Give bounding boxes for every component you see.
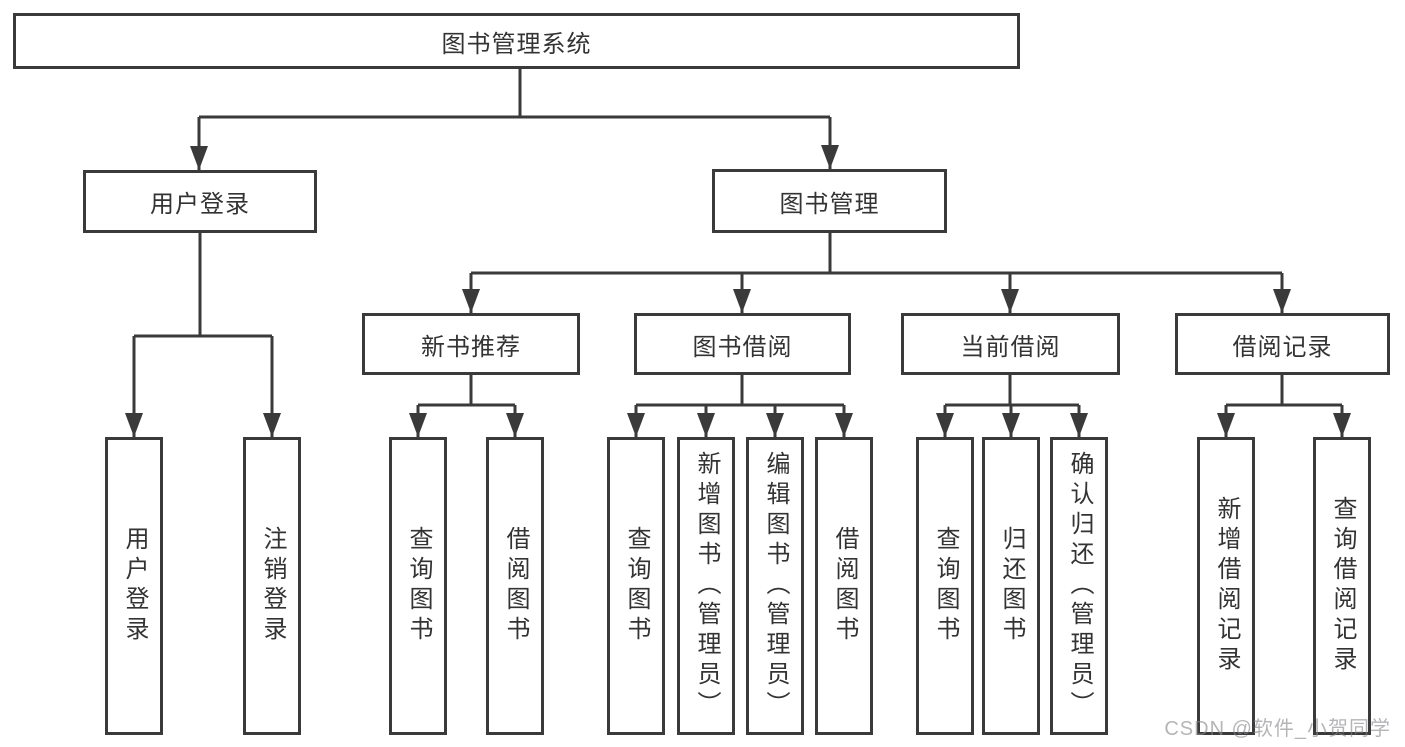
leaf-query-books-recommend: 查询图书 [389, 437, 447, 735]
connector-current-borrow [936, 375, 1088, 437]
leaf-user-login: 用户登录 [105, 437, 163, 735]
connector-book-management [462, 233, 1291, 313]
node-root-label: 图书管理系统 [441, 30, 592, 58]
connector-user-login [125, 233, 281, 437]
csdn-watermark: CSDN @软件_小贺同学 [1164, 718, 1391, 740]
leaf-add-books-admin: 新增图书（管理员） [677, 437, 735, 735]
leaf-return-books: 归还图书 [982, 437, 1040, 735]
node-new-book-recommend-label: 新书推荐 [421, 333, 521, 361]
node-book-borrow: 图书借阅 [634, 313, 851, 375]
connector-root [190, 69, 839, 170]
node-book-management: 图书管理 [712, 169, 947, 233]
connector-book-borrow [627, 375, 853, 437]
leaf-confirm-return-admin: 确认归还（管理员） [1050, 437, 1108, 735]
leaf-add-borrow-record: 新增借阅记录 [1197, 437, 1255, 735]
node-book-borrow-label: 图书借阅 [692, 333, 793, 361]
node-root: 图书管理系统 [13, 13, 1020, 69]
leaf-query-borrow-record: 查询借阅记录 [1313, 437, 1371, 735]
leaf-query-books-current: 查询图书 [916, 437, 974, 735]
leaf-borrow-books-recommend: 借阅图书 [486, 437, 544, 735]
node-current-borrow-label: 当前借阅 [960, 333, 1061, 361]
leaf-borrow-books: 借阅图书 [815, 437, 873, 735]
node-book-management-label: 图书管理 [779, 190, 880, 218]
node-borrow-records-label: 借阅记录 [1232, 333, 1333, 361]
node-borrow-records: 借阅记录 [1175, 313, 1390, 375]
node-user-login-label: 用户登录 [150, 191, 250, 218]
node-new-book-recommend: 新书推荐 [362, 313, 580, 375]
leaf-logout: 注销登录 [243, 437, 301, 735]
leaf-query-books-borrow: 查询图书 [607, 437, 665, 735]
node-user-login: 用户登录 [83, 170, 317, 233]
connector-new-book-recommend [409, 375, 524, 437]
connector-borrow-records [1217, 375, 1351, 437]
node-current-borrow: 当前借阅 [901, 313, 1120, 375]
leaf-edit-books-admin: 编辑图书（管理员） [746, 437, 804, 735]
